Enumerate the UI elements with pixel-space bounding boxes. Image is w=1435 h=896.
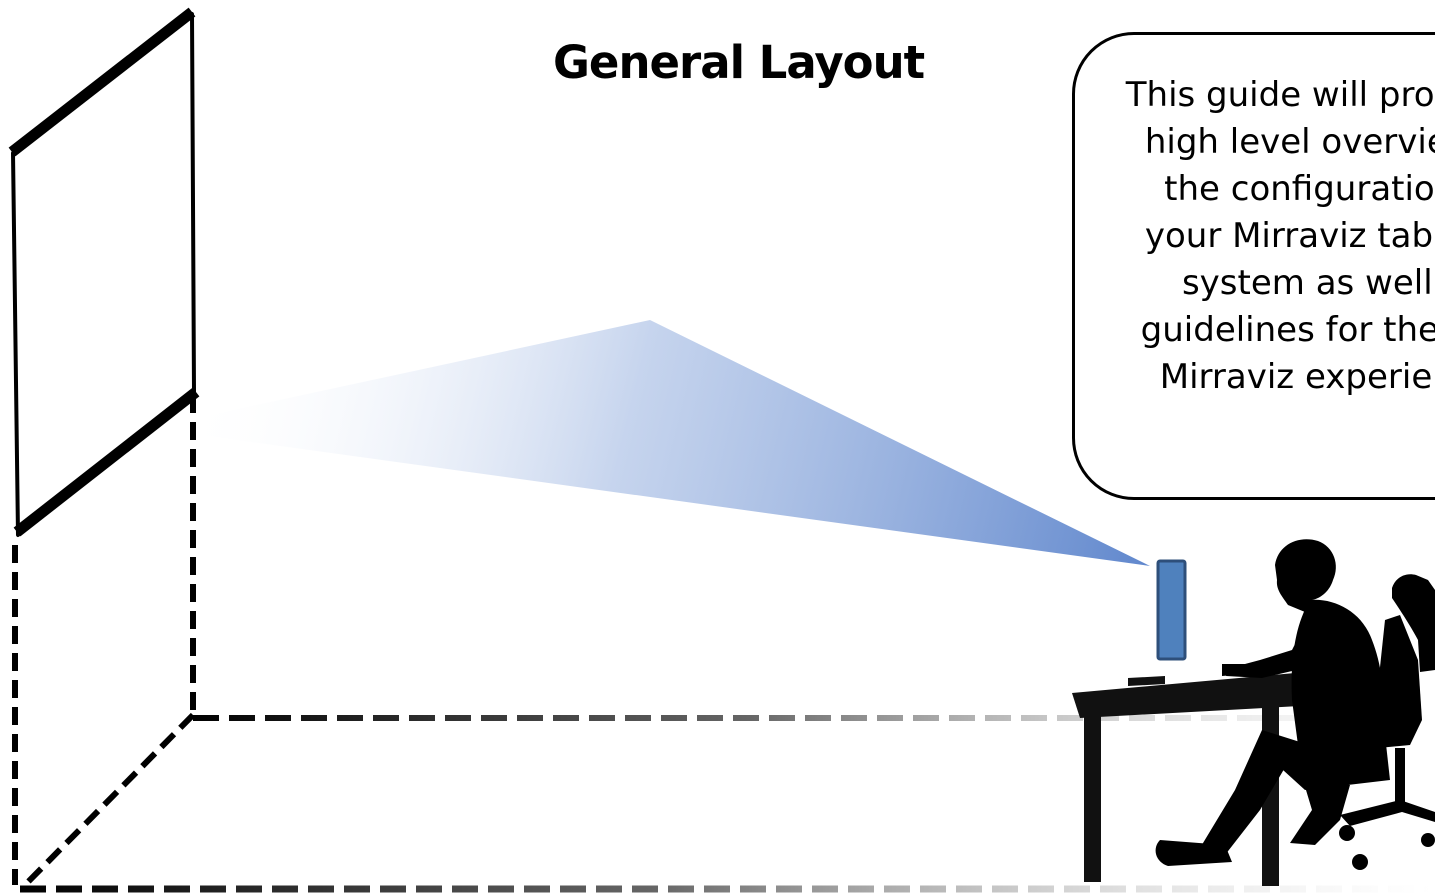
projection-beam: [150, 320, 1150, 566]
callout-line: your Mirraviz tabletop: [1144, 216, 1435, 256]
callout-line: high level overview of: [1144, 122, 1435, 162]
callout-text: This guide will provide a high level ove…: [1072, 72, 1435, 401]
room-outline: [12, 395, 1435, 893]
callout-line: system as well as: [1181, 263, 1435, 303]
page-title: General Layout: [553, 36, 925, 89]
screen-top-border: [8, 7, 196, 157]
callout-line: guidelines for the best: [1140, 310, 1435, 350]
person-at-desk-silhouette-icon: [1155, 539, 1390, 866]
office-chair-icon: [1339, 574, 1435, 870]
screen-bottom-border: [13, 387, 200, 537]
callout-line: Mirraviz experience.: [1159, 357, 1435, 397]
callout-line: the configuration of: [1164, 169, 1435, 209]
callout-bubble: [1072, 32, 1435, 500]
floor-corner-edge: [19, 712, 196, 891]
callout-line: This guide will provide a: [1125, 75, 1435, 115]
projection-screen-icon: [11, 12, 196, 537]
projector-icon: [1156, 559, 1187, 661]
